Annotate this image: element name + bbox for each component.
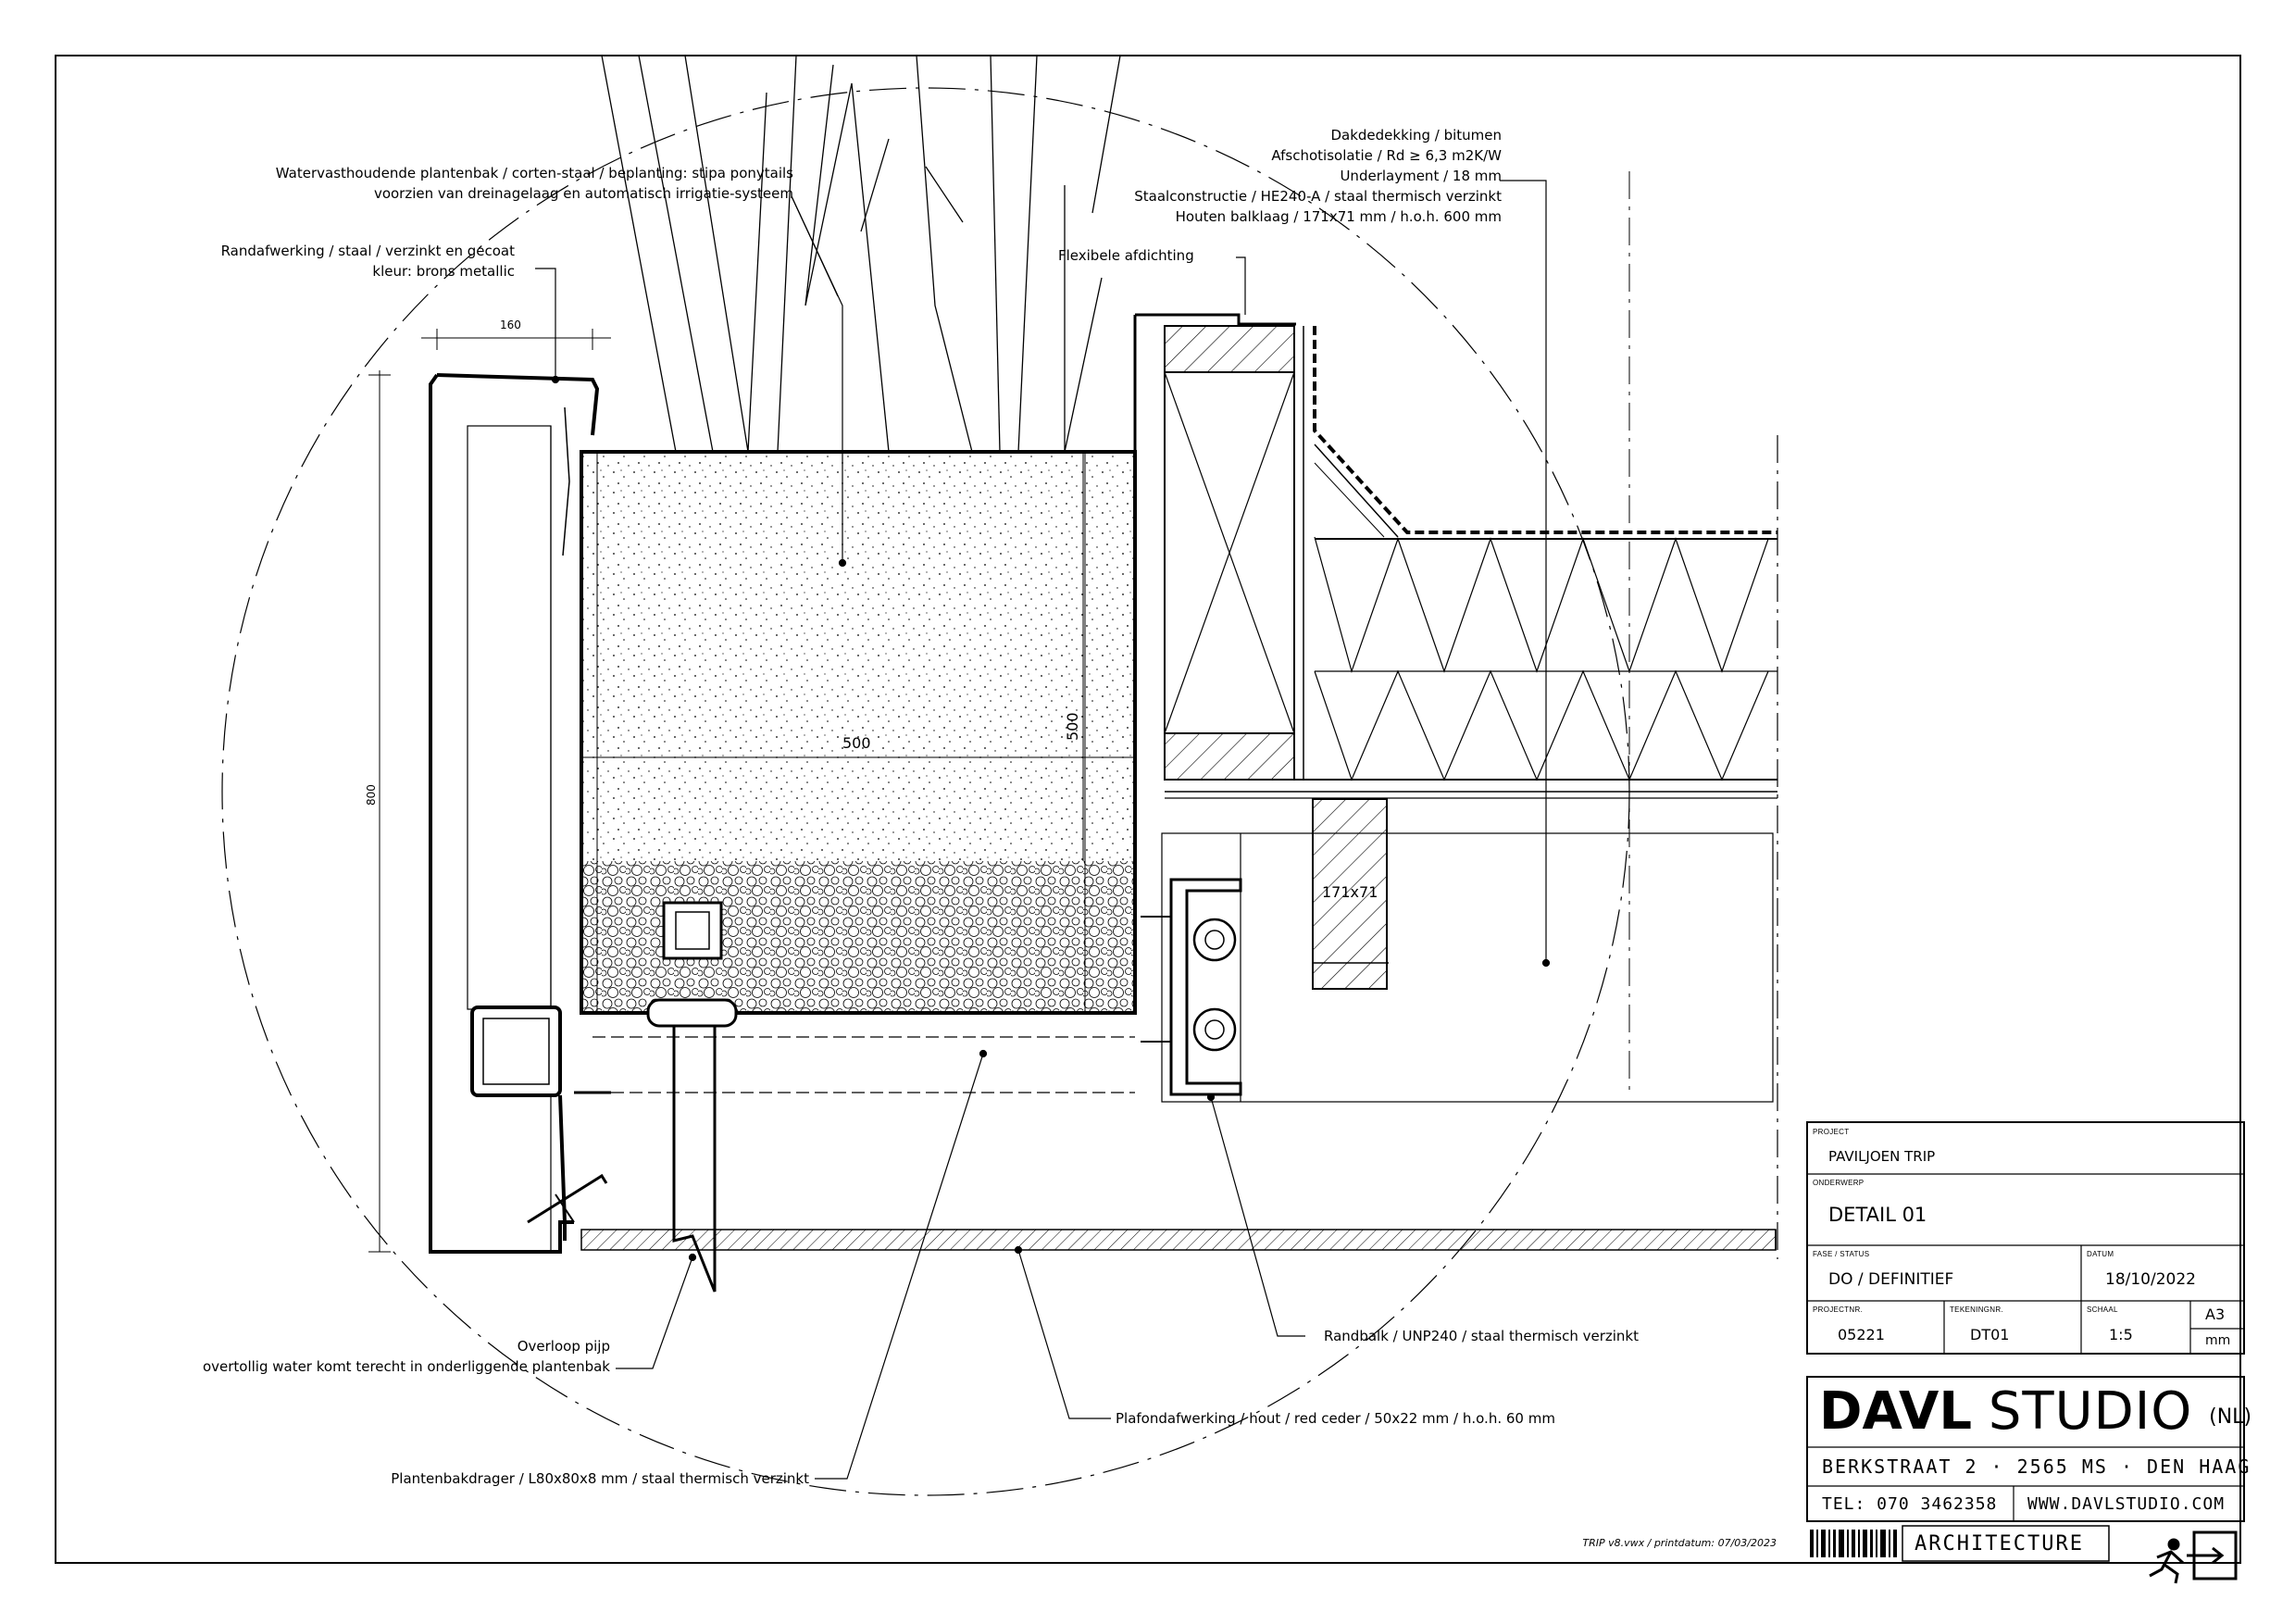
label-planter: Watervasthoudende plantenbak / corten-st… bbox=[276, 163, 793, 204]
label-roof-line1: Dakdedekking / bitumen bbox=[1330, 127, 1502, 144]
label-roof-line2: Afschotisolatie / Rd ≥ 6,3 m2K/W bbox=[1271, 147, 1502, 164]
label-planter-line1: Watervasthoudende plantenbak / corten-st… bbox=[275, 165, 793, 181]
label-edge-line1: Randafwerking / staal / verzinkt en geco… bbox=[220, 243, 515, 259]
label-overflow-line2: overtollig water komt terecht in onderli… bbox=[202, 1358, 610, 1375]
studio-name-light: STUDIO bbox=[1988, 1381, 2193, 1442]
label-roof-line4: Staalconstructie / HE240-A / staal therm… bbox=[1134, 188, 1502, 205]
sheet-border bbox=[55, 55, 2241, 1564]
studio-address: BERKSTRAAT 2 · 2565 MS · DEN HAAG bbox=[1822, 1455, 2251, 1478]
tb-projnr-label: PROJECTNR. bbox=[1813, 1305, 1864, 1314]
support-steel bbox=[470, 1006, 1135, 1241]
tb-project-label: PROJECT bbox=[1813, 1128, 1850, 1136]
tb-drawnr: DT01 bbox=[1970, 1326, 2010, 1343]
dim-500-vertical: 500 bbox=[1064, 712, 1081, 741]
label-roof: Dakdedekking / bitumen Afschotisolatie /… bbox=[1134, 125, 1502, 227]
tb-project: PAVILJOEN TRIP bbox=[1828, 1148, 1936, 1165]
exit-icon bbox=[2149, 1530, 2238, 1584]
barcode bbox=[1810, 1530, 1897, 1557]
label-roof-line5: Houten balklaag / 171x71 mm / h.o.h. 600… bbox=[1175, 208, 1502, 225]
leader-lines bbox=[535, 180, 1551, 1480]
label-edge-finish: Randafwerking / staal / verzinkt en geco… bbox=[221, 241, 515, 281]
timber-beam bbox=[1312, 798, 1389, 990]
print-info: TRIP v8.vwx / printdatum: 07/03/2023 bbox=[1582, 1537, 1777, 1549]
label-overflow-line1: Overloop pijp bbox=[517, 1338, 610, 1355]
label-planter-support: Plantenbakdrager / L80x80x8 mm / staal t… bbox=[391, 1470, 809, 1487]
label-planter-line2: voorzien van dreinagelaag en automatisch… bbox=[373, 185, 793, 202]
dim-160: 160 bbox=[500, 319, 521, 331]
tb-scale: 1:5 bbox=[2109, 1326, 2133, 1343]
tb-unit: mm bbox=[2205, 1333, 2231, 1348]
label-flex-seal: Flexibele afdichting bbox=[1058, 247, 1194, 264]
dimension-lines bbox=[368, 329, 1135, 1253]
tb-date: 18/10/2022 bbox=[2105, 1270, 2196, 1289]
dim-beam: 171x71 bbox=[1322, 883, 1378, 901]
tb-phase: DO / DEFINITIEF bbox=[1828, 1270, 1954, 1289]
studio-name-bold: DAVL bbox=[1819, 1381, 1973, 1442]
tb-subject-label: ONDERWERP bbox=[1813, 1179, 1865, 1187]
label-roof-line3: Underlayment / 18 mm bbox=[1340, 168, 1502, 184]
studio-tagline: ARCHITECTURE bbox=[1915, 1532, 2084, 1555]
tb-scale-label: SCHAAL bbox=[2087, 1305, 2118, 1314]
studio-country: (NL) bbox=[2209, 1405, 2252, 1429]
grass bbox=[601, 55, 1121, 453]
title-block-frame bbox=[1806, 1121, 2245, 1562]
tb-drawnr-label: TEKENINGNR. bbox=[1950, 1305, 2003, 1314]
tb-phase-label: FASE / STATUS bbox=[1813, 1250, 1870, 1258]
roof-structure bbox=[1133, 171, 1778, 1259]
tb-subject: DETAIL 01 bbox=[1828, 1204, 1927, 1226]
label-edge-beam: Randbalk / UNP240 / staal thermisch verz… bbox=[1324, 1328, 1639, 1344]
dim-800: 800 bbox=[365, 784, 378, 806]
tb-date-label: DATUM bbox=[2087, 1250, 2114, 1258]
tb-projnr: 05221 bbox=[1838, 1326, 1885, 1343]
dim-500-horizontal: 500 bbox=[842, 734, 871, 752]
studio-phone: TEL: 070 3462358 bbox=[1822, 1494, 1998, 1514]
label-edge-line2: kleur: brons metallic bbox=[372, 263, 515, 280]
tb-paper: A3 bbox=[2205, 1305, 2226, 1323]
unp-beam bbox=[1141, 832, 1774, 1103]
studio-name: DAVL STUDIO (NL) bbox=[1819, 1382, 2251, 1442]
studio-web[interactable]: WWW.DAVLSTUDIO.COM bbox=[2027, 1494, 2226, 1514]
edge-finish bbox=[429, 373, 600, 1254]
label-overflow: Overloop pijp overtollig water komt tere… bbox=[203, 1336, 610, 1377]
label-ceiling: Plafondafwerking / hout / red ceder / 50… bbox=[1116, 1410, 1555, 1427]
ceiling-finish bbox=[580, 1229, 1777, 1251]
